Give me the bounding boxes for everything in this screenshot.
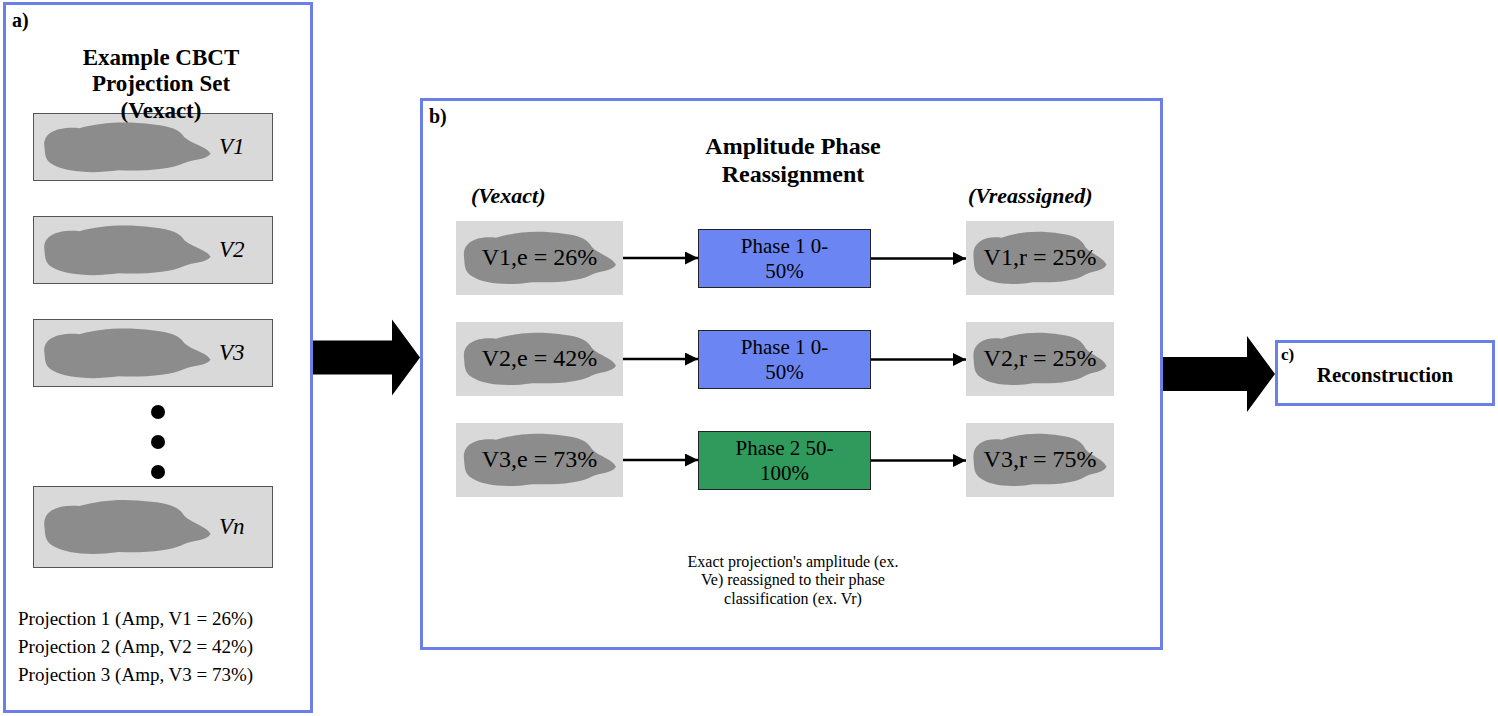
flow-arrow	[871, 358, 966, 361]
flow-arrow	[623, 358, 698, 361]
column-heading: (Vreassigned)	[968, 183, 1093, 208]
phase-box: Phase 2 50-100%	[698, 431, 871, 490]
projection-label: V1	[219, 134, 245, 160]
block-arrow	[313, 320, 420, 396]
panel-letter: b)	[429, 105, 447, 128]
phase-label: Phase 2 50-100%	[732, 436, 837, 484]
projection-label: V2	[219, 237, 245, 263]
projection-image: V2,r = 25%	[966, 322, 1114, 396]
projection-image: V3,e = 73%	[456, 423, 623, 497]
panel-box: c)Reconstruction	[1275, 340, 1495, 406]
amplitude-note: Projection 2 (Amp, V2 = 42%)	[18, 636, 313, 658]
projection-image: V1,r = 25%	[966, 221, 1114, 295]
projection-image: V1,e = 26%	[456, 221, 623, 295]
block-arrow	[1163, 336, 1275, 412]
panel-letter: c)	[1281, 345, 1294, 365]
panel-title: Example CBCT Projection Set (Vexact)	[56, 45, 266, 124]
amplitude-label: V3,r = 75%	[984, 446, 1097, 474]
amplitude-label: V1,e = 26%	[482, 244, 598, 272]
column-heading: (Vexact)	[471, 183, 546, 208]
phase-label: Phase 1 0-50%	[732, 234, 837, 282]
phase-box: Phase 1 0-50%	[698, 229, 871, 288]
ellipsis-dot	[151, 405, 165, 419]
phase-box: Phase 1 0-50%	[698, 330, 871, 389]
flow-arrow	[623, 257, 698, 260]
projection-label: V3	[219, 340, 245, 366]
panel-title: Amplitude Phase Reassignment	[673, 133, 913, 188]
flow-arrow	[623, 459, 698, 462]
panel-box: V1,e = 26% Phase 1 0-50% V1,r = 25% V2,e = …	[420, 98, 1163, 650]
explanation-note: Exact projection's amplitude (ex. Ve) re…	[678, 553, 908, 608]
amplitude-label: V2,r = 25%	[984, 345, 1097, 373]
flow-arrow	[871, 459, 966, 462]
amplitude-label: V2,e = 42%	[482, 345, 598, 373]
amplitude-note: Projection 1 (Amp, V1 = 26%)	[18, 608, 313, 630]
amplitude-label: V1,r = 25%	[984, 244, 1097, 272]
phase-label: Phase 1 0-50%	[732, 335, 837, 383]
ellipsis-dot	[151, 435, 165, 449]
projection-image: V3,r = 75%	[966, 423, 1114, 497]
projection-image: Vn	[33, 486, 273, 568]
flow-arrow	[871, 257, 966, 260]
panel-title: Reconstruction	[1295, 363, 1475, 387]
projection-image: V2	[33, 216, 273, 284]
panel-box: V1V2V3Vn a) Example CBCT Projection Set (V…	[3, 2, 313, 713]
panel-letter: a)	[12, 9, 29, 32]
projection-label: Vn	[219, 514, 245, 540]
projection-image: V2,e = 42%	[456, 322, 623, 396]
amplitude-label: V3,e = 73%	[482, 446, 598, 474]
ellipsis-dot	[151, 465, 165, 479]
projection-image: V1	[33, 113, 273, 181]
projection-image: V3	[33, 319, 273, 387]
amplitude-note: Projection 3 (Amp, V3 = 73%)	[18, 664, 313, 686]
